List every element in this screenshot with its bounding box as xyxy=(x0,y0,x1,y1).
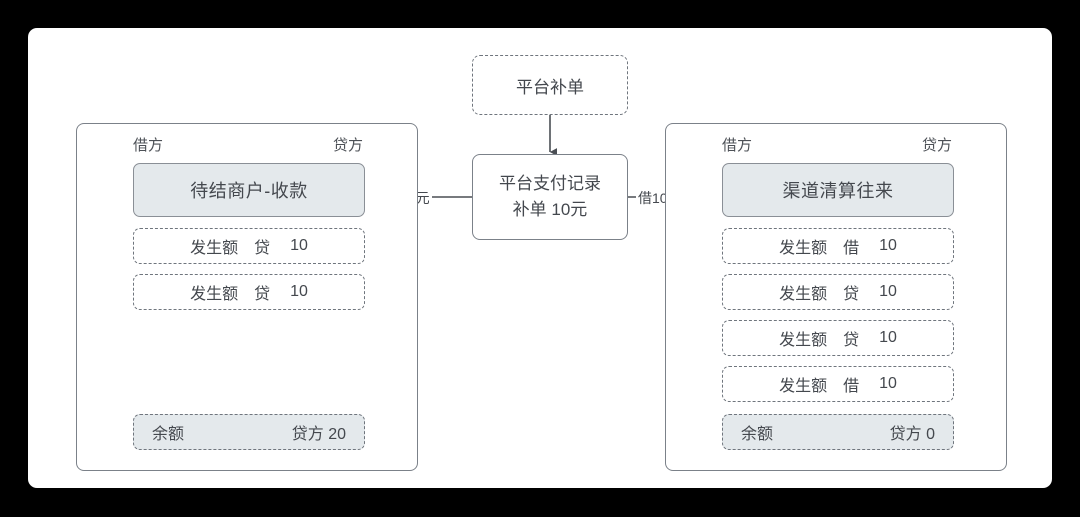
panel-channel-settlement: 借方 贷方 渠道清算往来 发生额 借 10 发生额 贷 10 发生额 贷 10 … xyxy=(665,123,1007,471)
row-amount: 10 xyxy=(879,283,897,300)
balance-value: 贷方 20 xyxy=(291,426,346,443)
row-amount: 10 xyxy=(290,237,308,254)
right-panel-header: 借方 贷方 xyxy=(722,133,952,155)
panel-merchant-receivable: 借方 贷方 待结商户-收款 发生额 贷 10 发生额 贷 10 余额 贷方 20 xyxy=(76,123,418,471)
row-amount: 10 xyxy=(290,283,308,300)
row-amount: 10 xyxy=(879,329,897,346)
account-box-channel-settlement[interactable]: 渠道清算往来 xyxy=(722,163,954,217)
node-payment-record-line1: 平台支付记录 xyxy=(499,173,601,193)
right-header-debit-label: 借方 xyxy=(722,136,753,154)
table-row[interactable]: 发生额 借 10 xyxy=(722,366,954,402)
node-platform-supplement-label: 平台补单 xyxy=(516,77,584,97)
row-direction: 借 xyxy=(843,240,860,257)
row-direction: 借 xyxy=(843,378,860,395)
table-row[interactable]: 发生额 贷 10 xyxy=(722,320,954,356)
row-amount: 10 xyxy=(879,237,897,254)
row-direction: 贷 xyxy=(254,286,271,303)
account-title-left: 待结商户-收款 xyxy=(190,181,308,201)
right-header-credit-label: 贷方 xyxy=(921,136,952,154)
diagram-canvas: 平台补单 平台支付记录 补单 10元 贷10元 借10元 借方 贷方 待结商户-… xyxy=(28,28,1052,488)
row-amount: 10 xyxy=(879,375,897,392)
balance-row-left[interactable]: 余额 贷方 20 xyxy=(133,414,365,450)
balance-label: 余额 xyxy=(152,426,185,443)
table-row[interactable]: 发生额 贷 10 xyxy=(722,274,954,310)
balance-row-right[interactable]: 余额 贷方 0 xyxy=(722,414,954,450)
node-payment-record-line2: 补单 10元 xyxy=(512,200,588,219)
row-label: 发生额 xyxy=(779,332,828,349)
balance-value: 贷方 0 xyxy=(889,426,935,443)
row-direction: 贷 xyxy=(843,332,860,349)
row-direction: 贷 xyxy=(254,240,271,257)
node-platform-supplement[interactable]: 平台补单 xyxy=(472,55,628,115)
account-box-merchant-receivable[interactable]: 待结商户-收款 xyxy=(133,163,365,217)
row-label: 发生额 xyxy=(779,240,828,257)
row-label: 发生额 xyxy=(190,240,239,257)
balance-label: 余额 xyxy=(741,426,774,443)
table-row[interactable]: 发生额 贷 10 xyxy=(133,228,365,264)
table-row[interactable]: 发生额 借 10 xyxy=(722,228,954,264)
table-row[interactable]: 发生额 贷 10 xyxy=(133,274,365,310)
row-label: 发生额 xyxy=(779,286,828,303)
account-title-right: 渠道清算往来 xyxy=(782,181,894,201)
left-panel-header: 借方 贷方 xyxy=(133,133,363,155)
node-platform-payment-record[interactable]: 平台支付记录 补单 10元 xyxy=(472,154,628,240)
left-header-credit-label: 贷方 xyxy=(332,136,363,154)
row-direction: 贷 xyxy=(843,286,860,303)
row-label: 发生额 xyxy=(190,286,239,303)
left-header-debit-label: 借方 xyxy=(133,136,164,154)
row-label: 发生额 xyxy=(779,378,828,395)
